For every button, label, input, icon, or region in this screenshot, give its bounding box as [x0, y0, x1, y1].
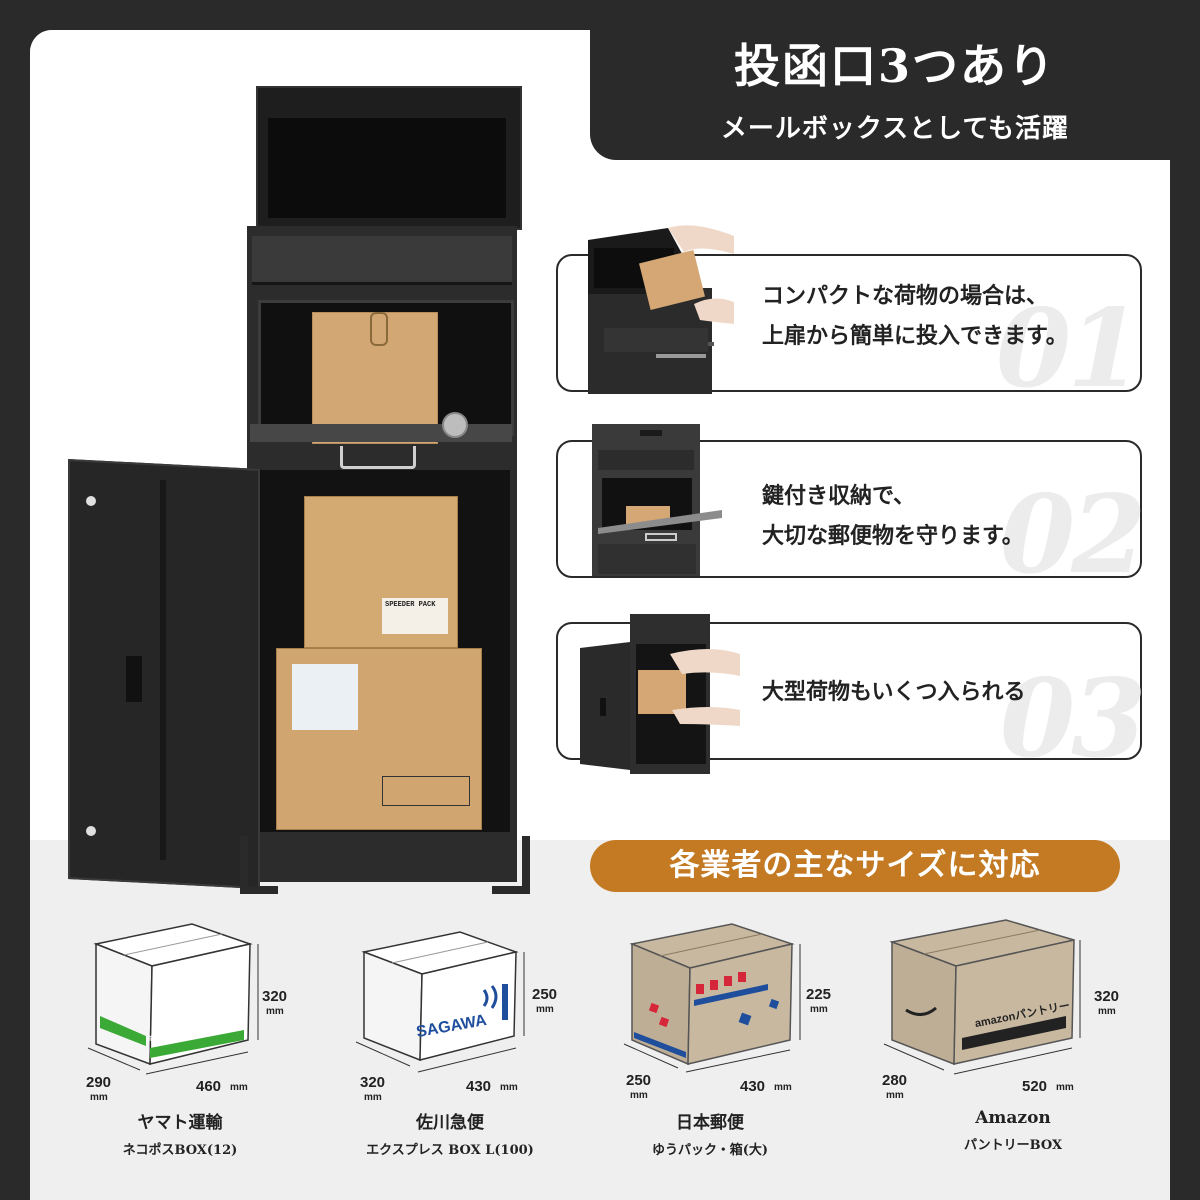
- sagawa-box-icon: [355, 931, 525, 1073]
- mailbox-lid-inside: [268, 118, 506, 218]
- step-number-01: 01: [996, 286, 1142, 412]
- japanpost-height: 225: [806, 986, 832, 1003]
- carrier-box-name: パントリーBOX: [963, 1138, 1063, 1153]
- carrier-yamato: ヤマト運輸 ネコポスBOX(12): [80, 1108, 280, 1158]
- carrier-box-name: ネコポスBOX(12): [122, 1143, 238, 1158]
- envelope-string: [370, 312, 388, 346]
- feature-photo-03: [580, 614, 740, 776]
- header-block: [590, 0, 1200, 160]
- sagawa-depth-unit: mm: [364, 1092, 382, 1103]
- yamato-tag-label: 宅急便: [148, 1035, 172, 1044]
- carrier-amazon: Amazon パントリーBOX: [900, 1108, 1126, 1153]
- page-title: 投函口3つあり: [733, 39, 1056, 93]
- yamato-box-icon: [87, 923, 259, 1075]
- carrier-name: 佐川急便: [416, 1113, 484, 1133]
- feature-text-02: 鍵付き収納で、 大切な郵便物を守ります。: [762, 476, 1024, 556]
- japanpost-width: 430: [740, 1078, 766, 1095]
- amazon-depth-unit: mm: [886, 1090, 904, 1101]
- carrier-name: ヤマト運輸: [137, 1113, 223, 1133]
- japanpost-depth: 250: [626, 1072, 652, 1089]
- feature-text-03-line1: 大型荷物もいくつ入られる: [762, 679, 1026, 705]
- carrier-name: 日本郵便: [676, 1113, 744, 1133]
- sagawa-height-unit: mm: [536, 1004, 554, 1015]
- fragile-icons: [382, 776, 470, 806]
- carrier-sagawa: 佐川急便 エクスプレス BOX L(100): [340, 1108, 560, 1158]
- parcel-label-text: SPEEDER PACK: [385, 601, 436, 609]
- parcel-label-large: [292, 664, 358, 730]
- mailbox-photo-icon: [580, 614, 740, 774]
- step-number-02: 02: [1000, 472, 1146, 598]
- amazon-height: 320: [1094, 988, 1120, 1005]
- door-latch: [126, 656, 142, 702]
- yamato-depth-unit: mm: [90, 1092, 108, 1103]
- step-number-03: 03: [1000, 656, 1146, 782]
- yamato-width: 460: [196, 1078, 222, 1095]
- parcel-shipping-label: SPEEDER PACK: [382, 598, 448, 634]
- feature-text-02-line1: 鍵付き収納で、: [762, 483, 916, 509]
- japanpost-depth-unit: mm: [630, 1090, 648, 1101]
- page-subtitle: メールボックスとしても活躍: [720, 114, 1070, 144]
- mailbox-top-slot: [252, 236, 512, 285]
- mailbox-leg-right: [492, 836, 530, 894]
- yamato-height: 320: [262, 988, 288, 1005]
- hinge-dot-icon: [86, 826, 96, 836]
- mailbox-drop-flap: [250, 424, 512, 442]
- mailbox-handle: [340, 446, 416, 469]
- sagawa-width-unit: mm: [500, 1082, 518, 1093]
- mailbox-photo-icon: [592, 424, 722, 576]
- amazon-width-unit: mm: [1056, 1082, 1074, 1093]
- sagawa-width: 430: [466, 1078, 492, 1095]
- amazon-depth: 280: [882, 1072, 908, 1089]
- carrier-japanpost: 日本郵便 ゆうパック・箱(大): [610, 1108, 810, 1158]
- feature-photo-01: [584, 224, 734, 394]
- lock-icon: [442, 412, 468, 438]
- size-compatibility-banner: 各業者の主なサイズに対応: [590, 840, 1120, 892]
- feature-text-01-line1: コンパクトな荷物の場合は、: [762, 283, 1049, 309]
- mailbox-photo-icon: [588, 225, 734, 394]
- amazon-width: 520: [1022, 1078, 1048, 1095]
- envelope: [312, 312, 438, 444]
- japanpost-box-icon: [623, 923, 801, 1073]
- japanpost-height-unit: mm: [810, 1004, 828, 1015]
- carrier-name: Amazon: [975, 1108, 1051, 1128]
- amazon-box-icon: [883, 919, 1081, 1075]
- sagawa-depth: 320: [360, 1074, 386, 1091]
- yamato-height-unit: mm: [266, 1006, 284, 1017]
- door-panel-line: [160, 480, 166, 860]
- amazon-height-unit: mm: [1098, 1006, 1116, 1017]
- carrier-box-name: エクスプレス BOX L(100): [366, 1143, 534, 1158]
- yamato-width-unit: mm: [230, 1082, 248, 1093]
- yamato-depth: 290: [86, 1074, 112, 1091]
- hinge-dot-icon: [86, 496, 96, 506]
- feature-photo-02: [588, 420, 728, 576]
- feature-text-02-line2: 大切な郵便物を守ります。: [762, 523, 1024, 549]
- feature-text-01-line2: 上扉から簡単に投入できます。: [762, 323, 1068, 349]
- carrier-box-name: ゆうパック・箱(大): [651, 1143, 769, 1158]
- japanpost-width-unit: mm: [774, 1082, 792, 1093]
- sagawa-height: 250: [532, 986, 558, 1003]
- feature-text-01: コンパクトな荷物の場合は、 上扉から簡単に投入できます。: [762, 276, 1068, 356]
- mailbox-leg-left: [240, 836, 278, 894]
- feature-text-03: 大型荷物もいくつ入られる: [762, 672, 1026, 712]
